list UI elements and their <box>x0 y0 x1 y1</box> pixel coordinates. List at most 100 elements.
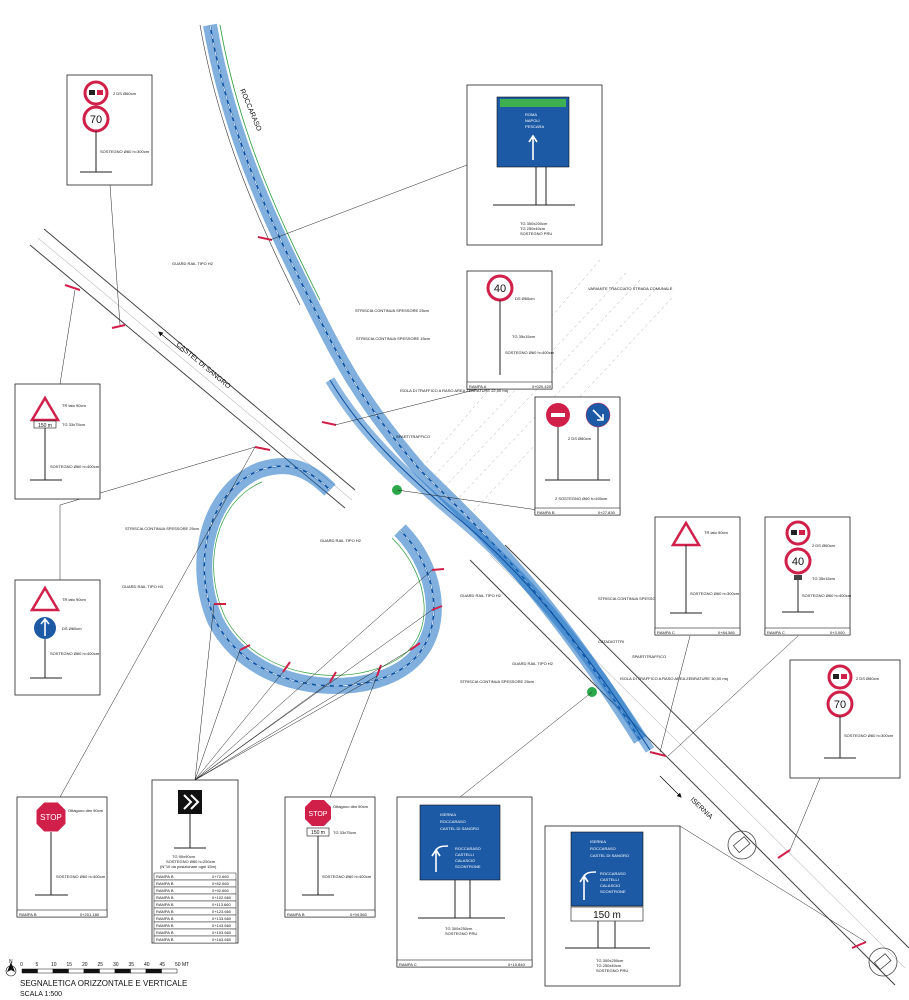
drawing-scale: SCALA 1:500 <box>20 991 62 998</box>
svg-text:CALASCIO: CALASCIO <box>600 883 620 888</box>
table-chainage: 0+82.660 <box>212 881 230 886</box>
note-guard-h3: GUARD RAIL TIPO H3 <box>122 584 164 589</box>
table-ramp: RAMPA B <box>156 874 174 879</box>
svg-text:150 m: 150 m <box>38 423 52 429</box>
note-guard-h2-d: GUARD RAIL TIPO H2 <box>512 661 554 666</box>
svg-text:TG 35x15cm: TG 35x15cm <box>812 576 836 581</box>
scale-segment <box>114 968 131 974</box>
svg-text:ISERNIA: ISERNIA <box>440 812 456 817</box>
table-chainage: 0+133.660 <box>212 916 232 921</box>
svg-text:SOSTEGNO Ø60 h=400cm: SOSTEGNO Ø60 h=400cm <box>802 593 852 598</box>
svg-text:CASTEL DI SANGRO: CASTEL DI SANGRO <box>440 826 479 831</box>
sign-box-11: TG 90x90cm SOSTEGNO Ø60 h=250cm (N°10 da… <box>151 779 239 944</box>
sign-box-7: 40 2 DS Ø60cm TG 35x15cm SOSTEGNO Ø60 h=… <box>764 516 852 636</box>
scale-tick-label: 10 <box>51 962 57 968</box>
svg-text:SOSTEGNO PRU: SOSTEGNO PRU <box>520 231 552 236</box>
svg-text:0+27.830: 0+27.830 <box>598 510 616 515</box>
scale-tick-label: 15 <box>67 962 73 968</box>
svg-text:150 m: 150 m <box>311 830 325 836</box>
svg-text:SOSTEGNO Ø60 h=300cm: SOSTEGNO Ø60 h=300cm <box>844 733 894 738</box>
table-ramp: RAMPA B <box>156 909 174 914</box>
table-ramp: RAMPA B <box>156 923 174 928</box>
scale-segment <box>130 968 147 974</box>
svg-text:2 DS Ø60cm: 2 DS Ø60cm <box>856 676 880 681</box>
scale-tick-label: 40 <box>144 962 150 968</box>
svg-text:CALASCIO: CALASCIO <box>455 858 475 863</box>
note-striscia-25-c: STRISCIA CONTINUA SPESSORE 25cm <box>598 596 673 601</box>
scale-tick-label: 50 MT <box>175 962 189 968</box>
svg-text:TG 300x250cm: TG 300x250cm <box>596 958 624 963</box>
table-row <box>153 935 237 944</box>
stop-sign: STOP <box>40 813 62 822</box>
table-ramp: RAMPA B <box>156 888 174 893</box>
label-castel-di-sangro: CASTEL DI SANGRO <box>175 341 232 391</box>
svg-text:ROCCARASO: ROCCARASO <box>440 819 466 824</box>
note-variante: VARIANTE TRACCIATO STRADA COMUNALE <box>588 286 673 291</box>
svg-text:RAMPA C: RAMPA C <box>657 630 675 635</box>
table-chainage: 0+123.660 <box>212 909 232 914</box>
annotations: GUARD RAIL TIPO H2 STRISCIA CONTINUA SPE… <box>122 261 728 684</box>
svg-text:CASTEL DI SANGRO: CASTEL DI SANGRO <box>590 853 629 858</box>
table-ramp: RAMPA B <box>156 895 174 900</box>
svg-text:0+201.180: 0+201.180 <box>80 912 100 917</box>
svg-text:TG 33x75cm: TG 33x75cm <box>62 422 86 427</box>
svg-text:SOSTEGNO Ø60 h=300cm: SOSTEGNO Ø60 h=300cm <box>690 591 740 596</box>
sign-box-6: TR lato 90cm SOSTEGNO Ø60 h=300cm RAMPA … <box>654 516 741 636</box>
svg-text:Ottagono dim 90cm: Ottagono dim 90cm <box>68 808 104 813</box>
scale-tick-label: 5 <box>36 962 39 968</box>
svg-text:ROMA: ROMA <box>525 112 537 117</box>
svg-text:RAMPA B: RAMPA B <box>19 912 37 917</box>
scale-tick-label: 30 <box>113 962 119 968</box>
svg-text:TG 250x40cm: TG 250x40cm <box>520 226 546 231</box>
svg-text:SCONTRONE: SCONTRONE <box>600 889 626 894</box>
scale-tick-label: 0 <box>20 962 23 968</box>
scale-tick-label: 25 <box>98 962 104 968</box>
sign-box-12: STOP 150 m Ottagono dim 90cm TG 33x75cm … <box>284 796 376 918</box>
svg-text:2 DS Ø60cm: 2 DS Ø60cm <box>812 543 836 548</box>
svg-text:2 DS Ø60cm: 2 DS Ø60cm <box>568 436 592 441</box>
sign-box-1: 70 2 DS Ø60cm SOSTEGNO Ø60 h=300cm <box>66 74 153 186</box>
scale-tick-label: 35 <box>129 962 135 968</box>
svg-text:ROCCARASO: ROCCARASO <box>455 846 481 851</box>
svg-text:ISERNIA: ISERNIA <box>590 839 606 844</box>
svg-text:SOSTEGNO Ø60 h=400cm: SOSTEGNO Ø60 h=400cm <box>50 651 100 656</box>
table-ramp: RAMPA B <box>156 937 174 942</box>
note-isola-2: ISOLA DI TRAFFICO A RASO AREA ZEBRATURE … <box>620 676 728 681</box>
table-ramp: RAMPA B <box>156 916 174 921</box>
scale-segment <box>21 968 38 974</box>
speed-limit-70: 70 <box>90 114 102 126</box>
svg-text:RAMPA A: RAMPA A <box>469 384 487 389</box>
svg-text:SOSTEGNO Ø60 h=400cm: SOSTEGNO Ø60 h=400cm <box>505 350 555 355</box>
svg-text:TR lato 90cm: TR lato 90cm <box>62 597 86 602</box>
roads <box>29 23 909 986</box>
svg-text:SOSTEGNO Ø60 h=250cm: SOSTEGNO Ø60 h=250cm <box>166 859 216 864</box>
sign-box-10: STOP Ottagono dim 90cm SOSTEGNO Ø60 h=40… <box>16 796 108 918</box>
scale-segment <box>161 968 178 974</box>
svg-text:ROCCARASO: ROCCARASO <box>600 871 626 876</box>
sign-box-3: 150 m TR lato 90cm TG 33x75cm SOSTEGNO Ø… <box>14 383 101 500</box>
north-arrow-label: N <box>9 959 13 965</box>
sign-box-8: TR lato 90cm DS Ø60cm SOSTEGNO Ø60 h=400… <box>14 579 101 696</box>
table-chainage: 0+72.660 <box>212 874 230 879</box>
svg-text:SOSTEGNO PRU: SOSTEGNO PRU <box>596 968 628 973</box>
svg-text:CASTELLI: CASTELLI <box>600 877 619 882</box>
svg-text:DS Ø60cm: DS Ø60cm <box>515 296 535 301</box>
scale-tick-label: 20 <box>82 962 88 968</box>
svg-text:TG 90x90cm: TG 90x90cm <box>172 854 196 859</box>
svg-text:SOSTEGNO Ø60 h=400cm: SOSTEGNO Ø60 h=400cm <box>322 874 372 879</box>
note-guard-h2-b: GUARD RAIL TIPO H2 <box>320 538 362 543</box>
table-ramp: RAMPA B <box>156 881 174 886</box>
svg-text:RAMPA B: RAMPA B <box>537 510 555 515</box>
svg-text:STOP: STOP <box>309 811 328 818</box>
sign-box-14: ISERNIA ROCCARASO CASTEL DI SANGRO ROCCA… <box>544 825 681 987</box>
svg-text:SOSTEGNO Ø60 h=300cm: SOSTEGNO Ø60 h=300cm <box>100 149 150 154</box>
svg-text:Ottagono dim 90cm: Ottagono dim 90cm <box>333 804 369 809</box>
svg-text:70: 70 <box>834 699 846 711</box>
note-spartitraffico-b: SPARTITRAFFICO <box>632 654 666 659</box>
table-ramp: RAMPA B <box>156 902 174 907</box>
svg-text:TR lato 90cm: TR lato 90cm <box>704 530 728 535</box>
svg-text:150 m: 150 m <box>593 910 621 921</box>
note-striscia-25-d: STRISCIA CONTINUA SPESSORE 25cm <box>460 679 535 684</box>
table-chainage: 0+102.660 <box>212 895 232 900</box>
